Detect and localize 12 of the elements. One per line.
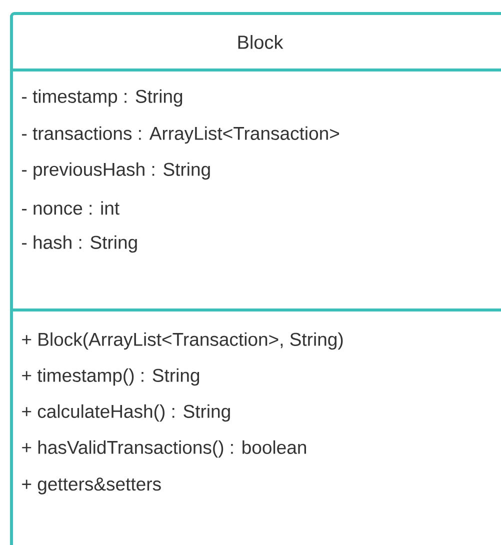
method: + Block(ArrayList<Transaction>, String) (22, 332, 343, 350)
method: + hasValidTransactions() : boolean (22, 440, 306, 458)
attribute: - transactions : ArrayList<Transaction> (22, 126, 339, 144)
attribute: - hash : String (22, 235, 137, 253)
method: + calculateHash() : String (22, 404, 230, 422)
method: + getters&setters (22, 478, 161, 494)
attribute: - nonce : int (22, 201, 120, 215)
method: + timestamp() : String (22, 368, 200, 386)
class-box (10, 12, 501, 545)
attribute: - timestamp : String (22, 89, 182, 107)
class-name: Block (238, 35, 284, 49)
attribute: - previousHash : String (22, 162, 210, 180)
